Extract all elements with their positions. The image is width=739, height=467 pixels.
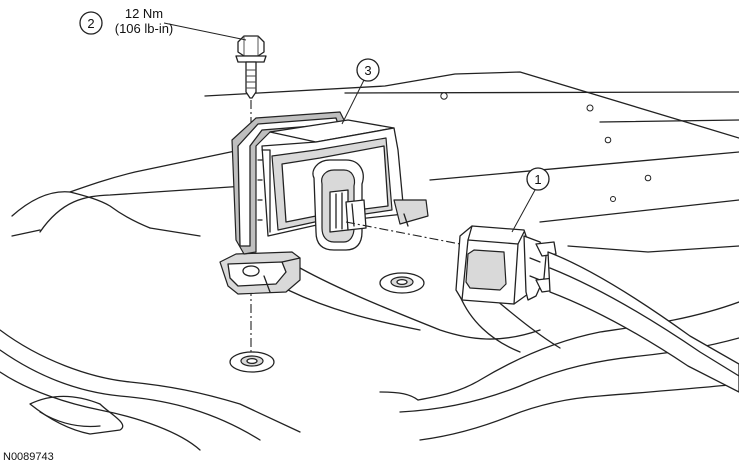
callout-circle bbox=[79, 11, 103, 35]
panel-hole bbox=[604, 136, 612, 144]
callout-circle bbox=[356, 58, 380, 82]
panel-hole bbox=[586, 104, 594, 112]
washer bbox=[229, 351, 275, 373]
panel-hole bbox=[644, 174, 652, 182]
floor-panel bbox=[204, 71, 739, 253]
callout-number: 3 bbox=[364, 63, 371, 78]
torque-spec-imperial: (106 lb-in) bbox=[115, 21, 174, 36]
callout-3: 3 bbox=[341, 58, 380, 125]
callout-circle bbox=[526, 167, 550, 191]
wiring-connector bbox=[455, 225, 739, 393]
callout-2: 2 12 Nm (106 lb-in) bbox=[79, 6, 247, 41]
module-connector bbox=[312, 159, 367, 251]
figure-id: N0089743 bbox=[3, 451, 54, 463]
module-bracket bbox=[219, 251, 301, 295]
floor-grommet bbox=[379, 272, 425, 294]
panel-hole bbox=[440, 92, 448, 100]
panel-hole bbox=[610, 196, 616, 202]
connector-axis-line bbox=[345, 221, 461, 245]
floor-ribs bbox=[0, 299, 739, 451]
bolt bbox=[235, 35, 267, 99]
callout-1: 1 bbox=[511, 167, 550, 233]
floor-tunnel bbox=[11, 149, 541, 353]
torque-spec-metric: 12 Nm bbox=[125, 6, 163, 21]
callout-leader bbox=[163, 22, 247, 41]
callout-number: 2 bbox=[87, 16, 94, 31]
callout-number: 1 bbox=[534, 172, 541, 187]
callout-leader bbox=[341, 79, 365, 125]
callout-leader bbox=[511, 189, 536, 233]
